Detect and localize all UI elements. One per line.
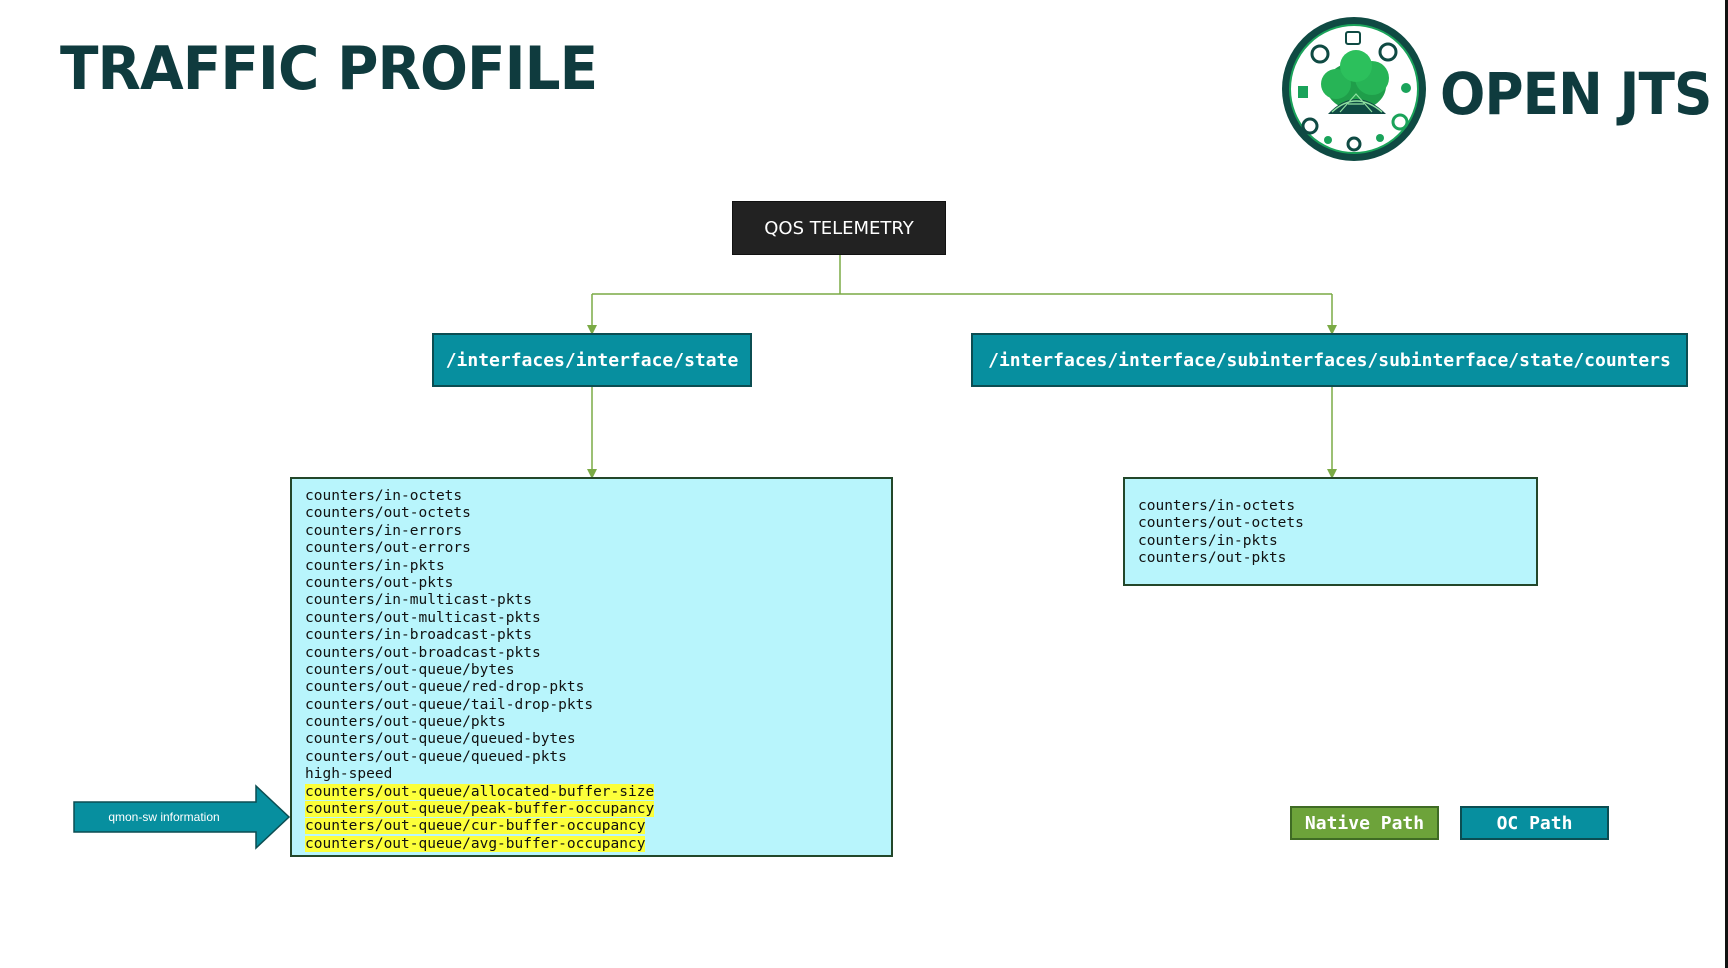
list-item: counters/out-errors xyxy=(305,540,471,557)
root-node: QOS TELEMETRY xyxy=(732,201,946,255)
page-title: TRAFFIC PROFILE xyxy=(60,34,598,104)
list-item: counters/in-octets xyxy=(1138,498,1296,514)
list-item: counters/in-broadcast-pkts xyxy=(305,627,532,644)
highlighted-list-item: counters/out-queue/peak-buffer-occupancy xyxy=(305,801,655,818)
highlighted-list-item: counters/out-queue/allocated-buffer-size xyxy=(305,783,655,800)
list-item: counters/out-queue/red-drop-pkts xyxy=(305,679,585,696)
logo-brand-text: OPEN JTS xyxy=(1440,60,1712,128)
list-item: counters/out-queue/queued-bytes xyxy=(305,731,576,748)
legend-native-path: Native Path xyxy=(1290,806,1439,840)
qmon-callout-label: qmon-sw information xyxy=(108,810,220,824)
callout-arrow-shape xyxy=(73,784,291,850)
list-item: counters/in-multicast-pkts xyxy=(305,592,532,609)
logo-emblem-icon xyxy=(1282,17,1426,161)
highlighted-list-item: counters/out-queue/avg-buffer-occupancy xyxy=(305,835,646,852)
interface-state-path-node: /interfaces/interface/state xyxy=(432,333,752,387)
list-item: counters/out-multicast-pkts xyxy=(305,609,541,626)
list-item: counters/in-pkts xyxy=(305,557,445,574)
list-item: counters/out-pkts xyxy=(305,574,454,591)
list-item: counters/in-pkts xyxy=(1138,532,1278,549)
list-item: counters/in-errors xyxy=(305,522,463,539)
subinterface-counters-path-node: /interfaces/interface/subinterfaces/subi… xyxy=(971,333,1688,387)
list-item: counters/out-queue/pkts xyxy=(305,714,506,731)
list-item: counters/out-queue/queued-pkts xyxy=(305,748,567,765)
highlighted-list-item: counters/out-queue/cur-buffer-occupancy xyxy=(305,818,646,835)
list-item: counters/out-queue/tail-drop-pkts xyxy=(305,696,594,713)
list-item: counters/out-octets xyxy=(305,505,471,522)
list-item: counters/out-octets xyxy=(1138,515,1304,532)
list-item: high-speed xyxy=(305,766,393,783)
list-item: counters/out-broadcast-pkts xyxy=(305,644,541,661)
list-item: counters/out-queue/bytes xyxy=(305,661,515,678)
interface-counters-list: counters/in-octets counters/out-octets c… xyxy=(290,477,893,857)
slide-edge-divider xyxy=(1725,0,1728,968)
open-jts-logo: OPEN JTS xyxy=(1280,14,1720,164)
list-item: counters/out-pkts xyxy=(1138,550,1287,567)
list-item: counters/in-octets xyxy=(305,488,463,504)
legend-oc-path: OC Path xyxy=(1460,806,1609,840)
subinterface-counters-list: counters/in-octets counters/out-octets c… xyxy=(1123,477,1538,586)
